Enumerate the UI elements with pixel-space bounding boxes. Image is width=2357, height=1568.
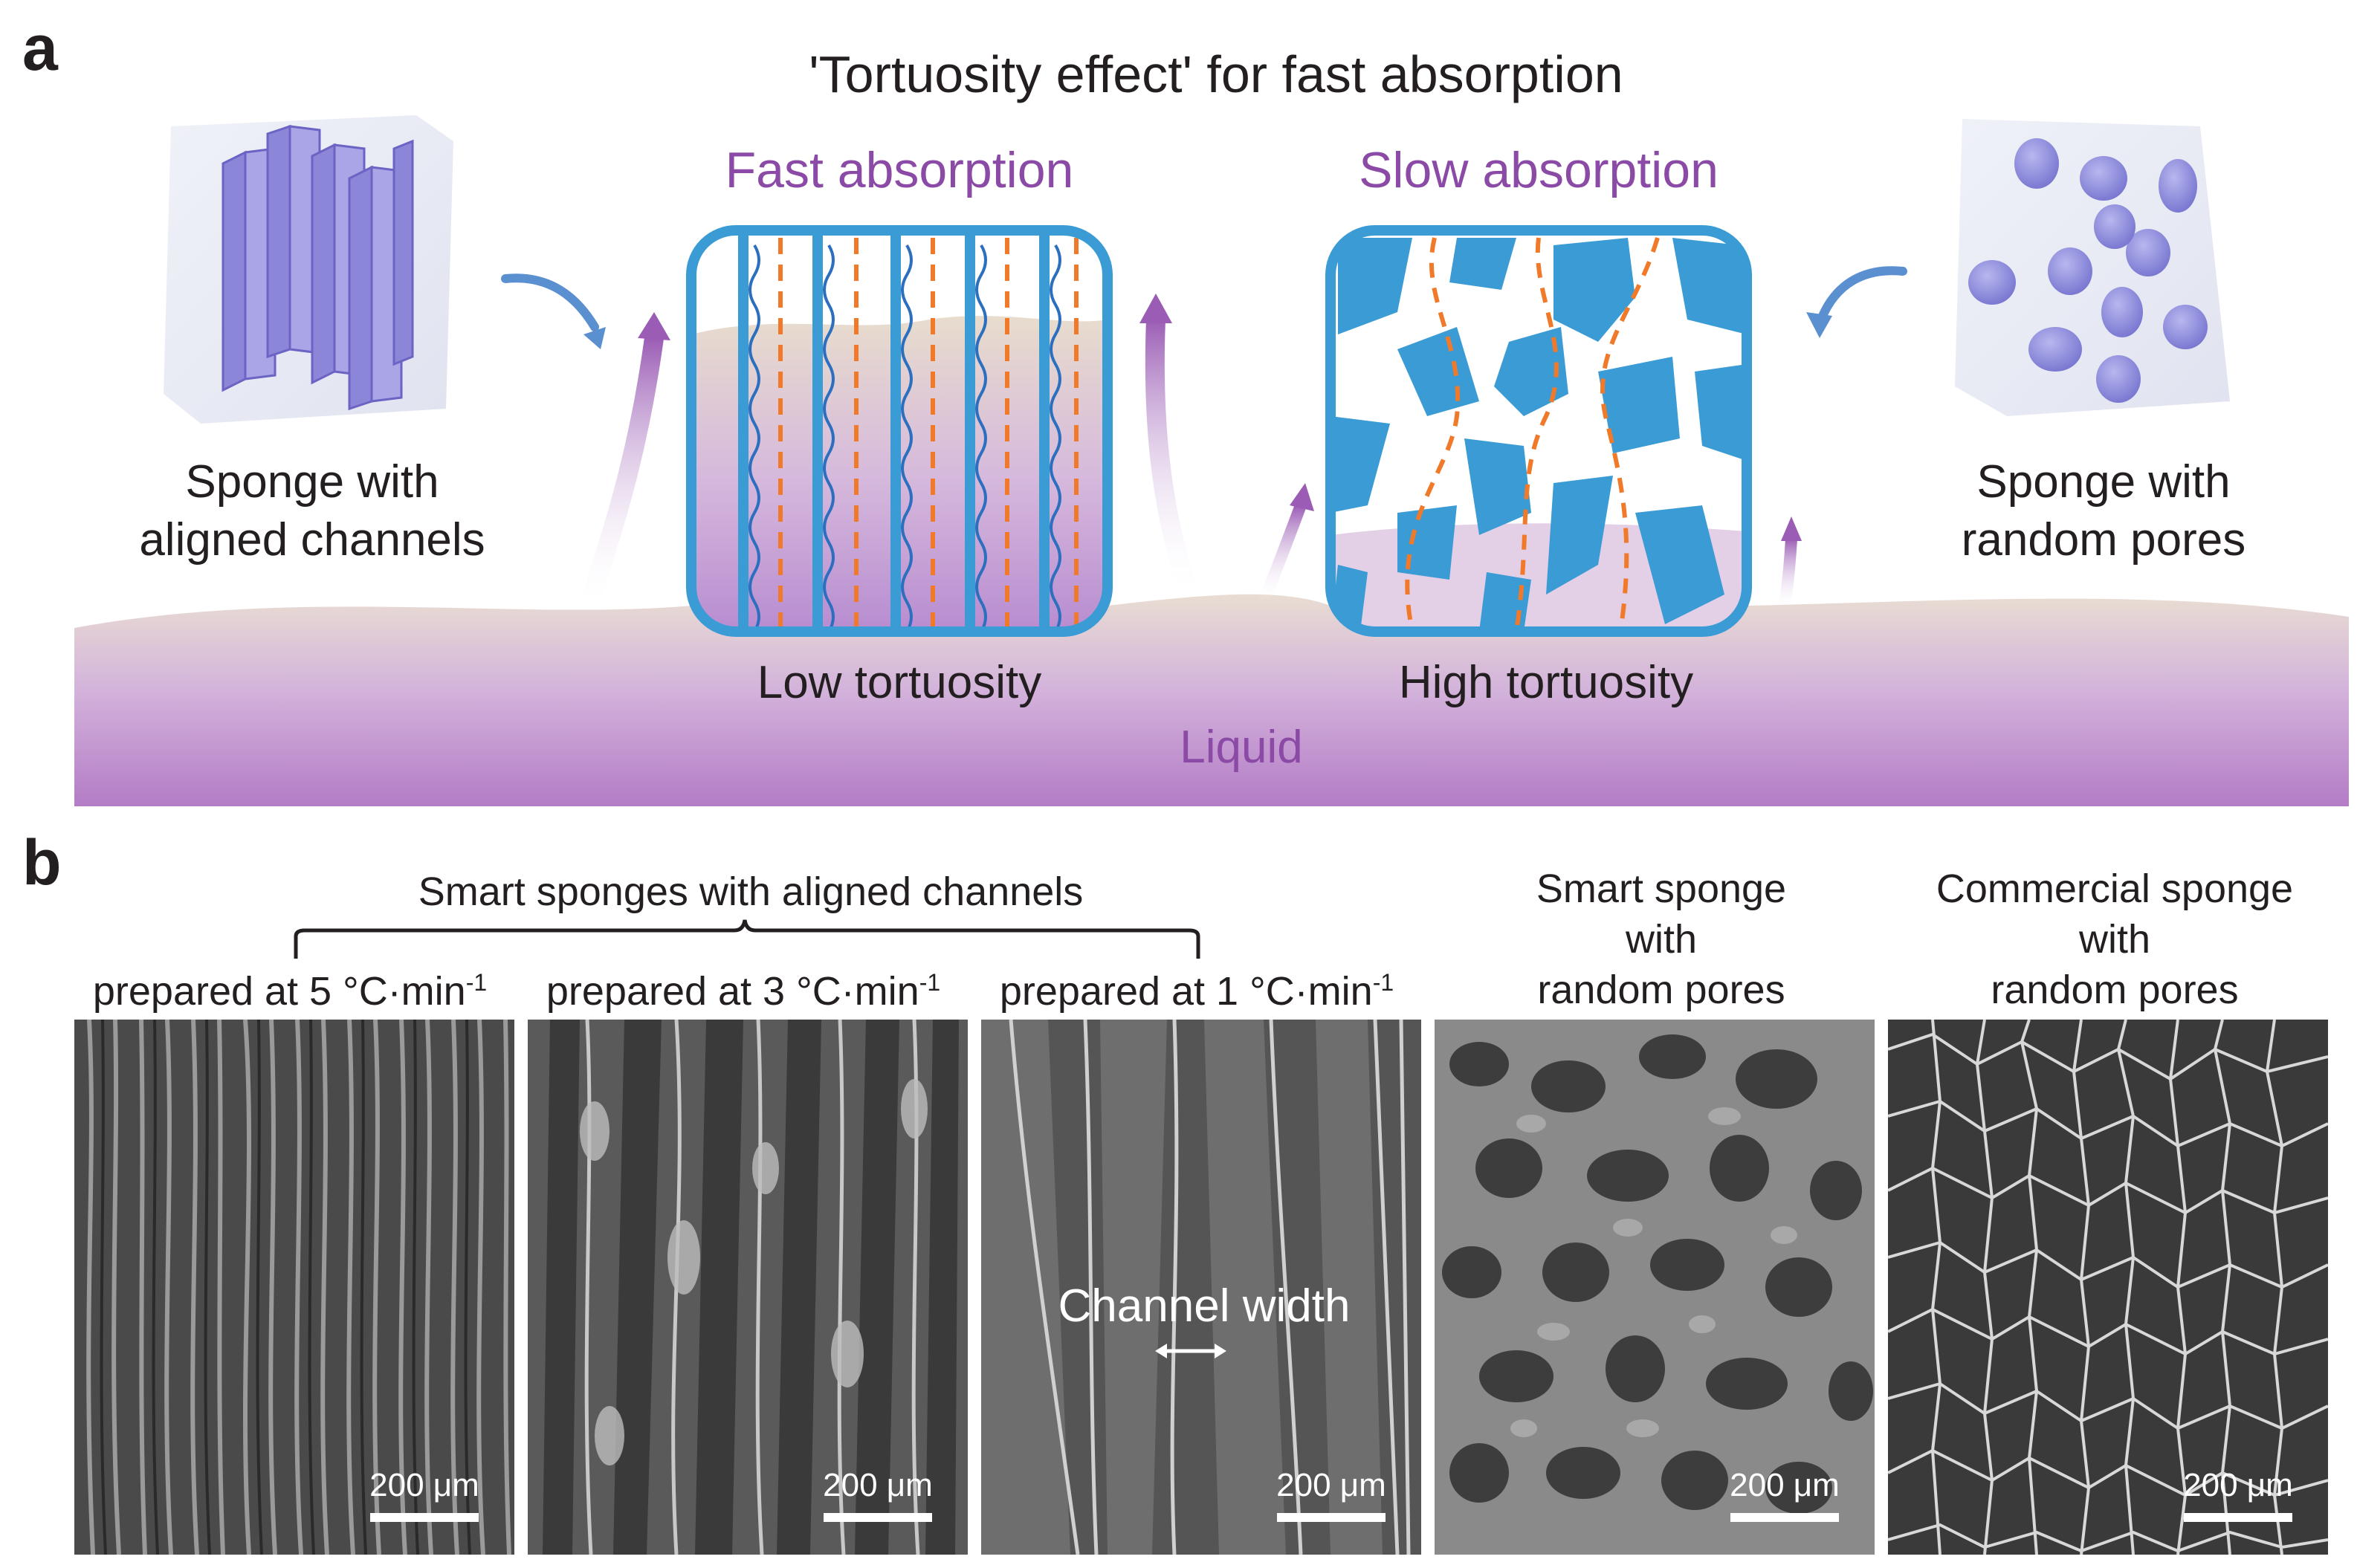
up-arrow-4 <box>1778 533 1797 615</box>
random-sponge-label: Sponge with random pores <box>1888 453 2319 568</box>
aligned-group-title: Smart sponges with aligned channels <box>418 869 1084 914</box>
sem-1-label-sup: -1 <box>465 969 488 996</box>
sem-4-scale-text: 200 μm <box>1730 1467 1840 1503</box>
sem-3-scale-text: 200 μm <box>1276 1467 1386 1503</box>
high-tortuosity-label: High tortuosity <box>1398 657 1694 708</box>
left-curved-arrow <box>501 273 599 331</box>
sem-2-scale-bar <box>824 1513 932 1522</box>
random-sponge-label-line1: Sponge with <box>1976 456 2231 508</box>
sem-5-label-line3: random pores <box>1991 968 2239 1013</box>
panel-a-letter: a <box>22 13 58 84</box>
low-tortuosity-label: Low tortuosity <box>757 657 1042 708</box>
sem-5-scale-bar <box>2184 1513 2292 1522</box>
sem-3-label-sup: -1 <box>1372 969 1394 996</box>
sem-5-scale-text: 200 μm <box>2183 1467 2293 1503</box>
sem-2-label-text: prepared at 3 °C·min <box>546 969 919 1014</box>
panel-a-illustration <box>74 115 2349 806</box>
sem-2-scale-text: 200 μm <box>823 1467 933 1503</box>
group-brace <box>294 919 1200 959</box>
fast-absorption-label: Fast absorption <box>725 142 1074 198</box>
sem-1-scale-bar <box>370 1513 479 1522</box>
sem-image-3: Channel width 200 μm <box>981 1020 1421 1555</box>
sem-4-label-line2: with <box>1625 917 1698 962</box>
sem-1-label: prepared at 5 °C·min-1 <box>59 966 520 1017</box>
sem-5-label: Commercial sponge with random pores <box>1888 864 2341 1015</box>
sem-3-scale-bar <box>1277 1513 1386 1522</box>
aligned-sponge-icon <box>164 115 453 424</box>
sem-1-label-text: prepared at 5 °C·min <box>92 969 466 1014</box>
liquid-body <box>74 594 2349 806</box>
random-sponge-label-line2: random pores <box>1961 514 2246 566</box>
sem-image-1: 200 μm <box>74 1020 514 1555</box>
panel-a-title: 'Tortuosity effect' for fast absorption <box>809 45 1623 103</box>
liquid-label: Liquid <box>1180 722 1303 773</box>
sem-5-label-line2: with <box>2078 917 2151 962</box>
sem-5-label-line1: Commercial sponge <box>1936 866 2294 911</box>
sem-4-scale-bar <box>1730 1513 1839 1522</box>
sem-3-label: prepared at 1 °C·min-1 <box>966 966 1427 1017</box>
sem-1-scale-text: 200 μm <box>369 1467 479 1503</box>
sem-image-4: 200 μm <box>1435 1020 1875 1555</box>
up-arrow-2 <box>1145 310 1199 604</box>
aligned-sponge-label-line1: Sponge with <box>185 456 439 508</box>
channel-width-label: Channel width <box>1058 1280 1351 1332</box>
random-pore-sponge-icon <box>1955 119 2230 416</box>
low-tortuosity-box <box>686 225 1113 637</box>
sem-2-label-sup: -1 <box>919 969 941 996</box>
right-curved-arrow <box>1817 266 1907 324</box>
slow-absorption-label: Slow absorption <box>1359 142 1719 198</box>
up-arrow-1 <box>578 328 664 619</box>
sem-4-label-line3: random pores <box>1537 968 1785 1013</box>
sem-2-label: prepared at 3 °C·min-1 <box>513 966 974 1017</box>
channel-width-arrow <box>1155 1344 1226 1358</box>
sem-image-2: 200 μm <box>528 1020 968 1555</box>
up-arrow-3 <box>1258 499 1307 608</box>
sem-image-5: 200 μm <box>1888 1020 2328 1555</box>
aligned-sponge-label-line2: aligned channels <box>139 514 485 566</box>
sem-3-label-text: prepared at 1 °C·min <box>999 969 1373 1014</box>
panel-b-letter: b <box>22 827 62 898</box>
high-tortuosity-box <box>1325 225 1752 637</box>
sem-4-label-line1: Smart sponge <box>1536 866 1787 911</box>
aligned-sponge-label: Sponge with aligned channels <box>97 453 528 568</box>
sem-4-label: Smart sponge with random pores <box>1438 864 1884 1015</box>
